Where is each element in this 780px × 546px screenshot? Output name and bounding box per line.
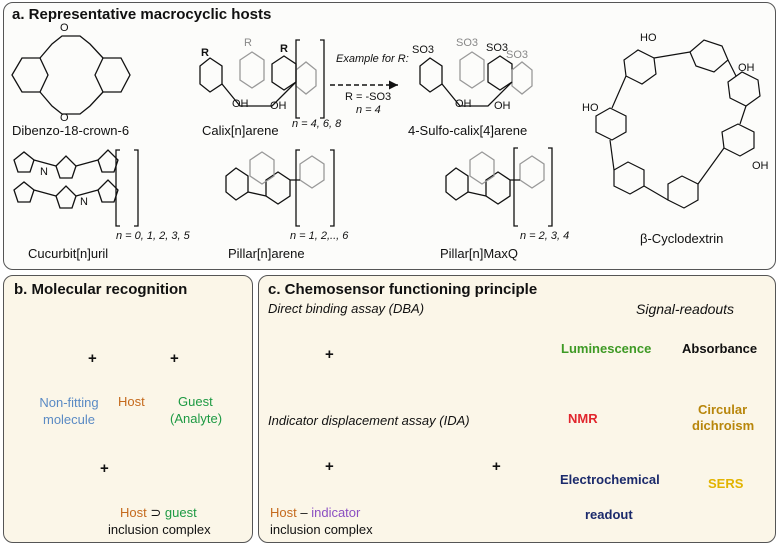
complex-label-1: Host ⊃ guest	[120, 505, 197, 521]
atom-o-1: O	[60, 22, 69, 34]
cucurbituril-structure	[13, 149, 139, 227]
readout-absorbance: Absorbance	[682, 341, 758, 356]
sulfo-calixarene-structure	[419, 51, 533, 107]
readout-electro-1: Electrochemical	[560, 472, 660, 487]
ida-plus-2: +	[492, 458, 501, 475]
example-line3: n = 4	[356, 104, 381, 116]
maxq-label: Pillar[n]MaxQ	[440, 246, 519, 261]
complex-host-text: Host	[120, 505, 147, 520]
cucurbit-n-label: n = 0, 1, 2, 3, 5	[116, 230, 190, 242]
ida-host-text: Host	[270, 505, 297, 520]
plus-2: +	[170, 350, 179, 367]
calix-label: Calix[n]arene	[202, 123, 279, 138]
readout-cd-2: dichroism	[692, 418, 755, 433]
dba-plus: +	[325, 346, 334, 363]
atom-n-1: N	[40, 166, 48, 178]
sulfo-label: 4-Sulfo-calix[4]arene	[408, 123, 528, 138]
pillararene-structure	[225, 149, 335, 227]
atom-so3-2: SO3	[456, 37, 479, 49]
cucurbit-label: Cucurbit[n]uril	[28, 246, 109, 261]
ida-inclusion-label: inclusion complex	[270, 522, 373, 537]
host-label: Host	[118, 394, 145, 409]
panel-hosts	[3, 2, 776, 270]
panel-b-title: b. Molecular recognition	[14, 281, 188, 298]
complex-label-2: inclusion complex	[108, 522, 211, 537]
calixarene-structure	[199, 39, 325, 119]
panel-c-title: c. Chemosensor functioning principle	[268, 281, 538, 298]
panel-recognition	[3, 275, 253, 543]
non-fitting-label-2: molecule	[42, 412, 96, 427]
readout-nmr: NMR	[568, 411, 598, 426]
atom-o-2: O	[60, 112, 69, 124]
atom-ho-1: HO	[640, 32, 657, 44]
cyclodextrin-label: β-Cyclodextrin	[640, 231, 724, 246]
complex-guest-text: guest	[164, 505, 197, 520]
readout-electro-2: readout	[585, 507, 633, 522]
pillar-label: Pillar[n]arene	[228, 246, 305, 261]
atom-r-1: R	[201, 47, 209, 59]
dba-label: Direct binding assay (DBA)	[268, 301, 425, 316]
non-fitting-label-1: Non-fitting	[39, 395, 99, 410]
readout-cd-1: Circular	[698, 402, 748, 417]
guest-label-2: (Analyte)	[170, 411, 223, 426]
atom-oh-6: OH	[752, 160, 769, 172]
plus-3: +	[100, 460, 109, 477]
ida-plus-1: +	[325, 458, 334, 475]
atom-oh-3: OH	[455, 98, 472, 110]
pillar-maxq-structure	[445, 147, 553, 227]
ida-dash: –	[300, 505, 308, 520]
atom-n-2: N	[80, 196, 88, 208]
example-line2: R = -SO3	[345, 91, 392, 103]
guest-label-1: Guest	[178, 394, 213, 409]
example-line1: Example for R:	[336, 53, 409, 65]
plus-1: +	[88, 350, 97, 367]
atom-ho-2: HO	[582, 102, 599, 114]
atom-so3-4: SO3	[506, 49, 529, 61]
ida-label: Indicator displacement assay (IDA)	[268, 413, 470, 428]
readout-sers: SERS	[708, 476, 744, 491]
atom-r-3: R	[280, 43, 288, 55]
crown-label: Dibenzo-18-crown-6	[12, 123, 130, 138]
calix-n-label: n = 4, 6, 8	[292, 118, 342, 130]
panel-chemosensor	[258, 275, 776, 543]
atom-so3-3: SO3	[486, 42, 509, 54]
atom-r-2: R	[244, 37, 252, 49]
cyclodextrin-structure	[595, 39, 761, 209]
atom-oh-4: OH	[494, 100, 511, 112]
atom-so3-1: SO3	[412, 44, 435, 56]
complex-symbol: ⊃	[150, 505, 162, 520]
atom-oh-5: OH	[738, 62, 755, 74]
panel-a-title: a. Representative macrocyclic hosts	[12, 6, 272, 23]
readout-luminescence: Luminescence	[561, 341, 652, 356]
ida-indicator-text: indicator	[311, 505, 361, 520]
crown-ether-structure	[11, 35, 131, 115]
pillar-n-label: n = 1, 2,.., 6	[290, 230, 349, 242]
maxq-n-label: n = 2, 3, 4	[520, 230, 570, 242]
host-indicator-label: Host – indicator	[270, 505, 360, 520]
atom-oh-1: OH	[232, 98, 249, 110]
readouts-title: Signal-readouts	[636, 301, 735, 317]
atom-oh-2: OH	[270, 100, 287, 112]
